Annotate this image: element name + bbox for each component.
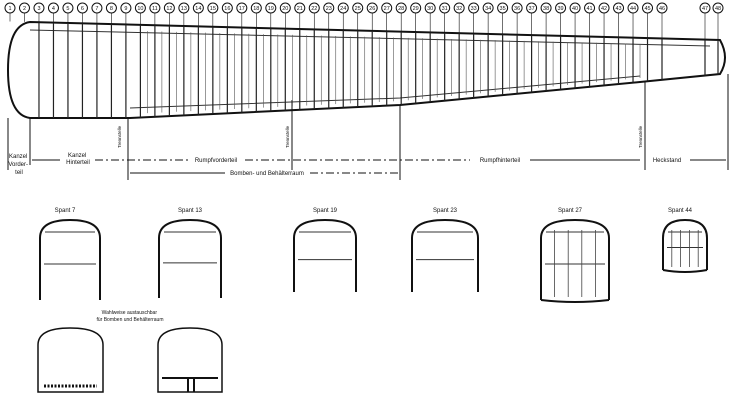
label-trennstelle: Trennstelle xyxy=(638,125,643,148)
frame-number: 11 xyxy=(152,6,158,12)
frame-section-label: Spant 44 xyxy=(668,208,693,214)
frame-number: 7 xyxy=(95,6,98,12)
frame-section-label: Spant 13 xyxy=(178,208,203,214)
frame-structure xyxy=(298,231,352,261)
frame-structure xyxy=(667,231,703,248)
frame-outline xyxy=(662,218,708,270)
frame-number: 40 xyxy=(572,6,578,12)
frame-section-label: Spant 7 xyxy=(55,208,76,214)
frame-number: 23 xyxy=(326,6,332,12)
frame-number: 10 xyxy=(137,6,143,12)
frame-number: 26 xyxy=(369,6,375,12)
frame-number: 1 xyxy=(8,6,11,12)
frame-section-label: Spant 23 xyxy=(433,208,458,214)
frame-section-label: Spant 27 xyxy=(558,208,583,214)
frame-number: 25 xyxy=(355,6,361,12)
frame-number: 35 xyxy=(500,6,506,12)
frame-structure xyxy=(545,231,605,265)
frame-outline xyxy=(39,218,101,300)
frame-number: 41 xyxy=(586,6,592,12)
frame-section-6: Spant 44 xyxy=(662,208,708,273)
frame-number: 15 xyxy=(210,6,216,12)
frame-number: 6 xyxy=(81,6,84,12)
frame-outline xyxy=(540,218,610,300)
label-kanzel-vorderteil: Kanzel Vorder- teil xyxy=(8,154,29,176)
frame-lines xyxy=(38,22,719,118)
frame-number: 36 xyxy=(514,6,520,12)
frame-section-4: Spant 23 xyxy=(411,208,479,292)
frame-number: 2 xyxy=(23,6,26,12)
frame-number: 18 xyxy=(253,6,259,12)
frame-floor xyxy=(662,269,708,273)
frame-outline xyxy=(158,218,222,298)
label-kanzel-hinterteil: Kanzel Hinterteil xyxy=(66,153,90,166)
dimension-lines xyxy=(7,74,729,180)
frame-sections: Spant 7 Spant 13 Spant 19 Spant 23 Spant 27 S… xyxy=(39,208,708,303)
fuselage-inner-line xyxy=(29,29,711,109)
frame-section-3: Spant 19 xyxy=(293,208,357,292)
frame-number: 29 xyxy=(413,6,419,12)
label-trennstelle: Trennstelle xyxy=(285,125,290,148)
frame-number: 47 xyxy=(702,6,708,12)
frame-number: 39 xyxy=(558,6,564,12)
alternative-note: Wahlweise austauschbar für Bomben und Be… xyxy=(97,310,164,323)
frame-number: 45 xyxy=(644,6,650,12)
frame-number: 27 xyxy=(384,6,390,12)
frame-number: 21 xyxy=(297,6,303,12)
frame-number: 24 xyxy=(340,6,346,12)
frame-number: 16 xyxy=(224,6,230,12)
frame-number: 19 xyxy=(268,6,274,12)
frame-section-1: Spant 7 xyxy=(39,208,101,300)
frame-number: 31 xyxy=(442,6,448,12)
frame-number: 4 xyxy=(52,6,55,12)
alternative-section-bomb xyxy=(37,327,104,393)
frame-number: 28 xyxy=(398,6,404,12)
frame-number: 20 xyxy=(282,6,288,12)
frame-floor xyxy=(540,299,610,303)
frame-number: 37 xyxy=(529,6,535,12)
frame-section-5: Spant 27 xyxy=(540,208,610,303)
alternative-section-container xyxy=(157,327,223,393)
frame-number: 42 xyxy=(601,6,607,12)
frame-number: 5 xyxy=(66,6,69,12)
frame-structure xyxy=(416,231,474,261)
frame-section-label: Spant 19 xyxy=(313,208,338,214)
frame-number: 34 xyxy=(485,6,491,12)
frame-number: 8 xyxy=(110,6,113,12)
frame-number: 14 xyxy=(195,6,201,12)
frame-number: 17 xyxy=(239,6,245,12)
frame-number: 32 xyxy=(456,6,462,12)
label-rumpfvorderteil: Rumpfvorderteil xyxy=(195,158,237,164)
frame-outline xyxy=(411,218,479,292)
frame-number: 22 xyxy=(311,6,317,12)
frame-outline xyxy=(293,218,357,292)
frame-number: 48 xyxy=(715,6,721,12)
frame-number: 3 xyxy=(37,6,40,12)
frame-number: 9 xyxy=(124,6,127,12)
frame-structure xyxy=(44,231,96,265)
frame-number: 43 xyxy=(615,6,621,12)
frame-number: 33 xyxy=(471,6,477,12)
label-trennstelle: Trennstelle xyxy=(117,125,122,148)
frame-number: 13 xyxy=(181,6,187,12)
frame-number: 30 xyxy=(427,6,433,12)
frame-number: 46 xyxy=(659,6,665,12)
frame-structure xyxy=(163,231,217,264)
label-bombenraum: Bomben- und Behälterraum xyxy=(230,171,304,177)
label-rumpfhinterteil: Rumpfhinterteil xyxy=(480,158,520,164)
frame-number: 12 xyxy=(166,6,172,12)
frame-number: 44 xyxy=(630,6,636,12)
label-heckstand: Heckstand xyxy=(653,158,681,164)
frame-section-2: Spant 13 xyxy=(158,208,222,298)
frame-number: 38 xyxy=(543,6,549,12)
fuselage-outline xyxy=(6,20,726,119)
